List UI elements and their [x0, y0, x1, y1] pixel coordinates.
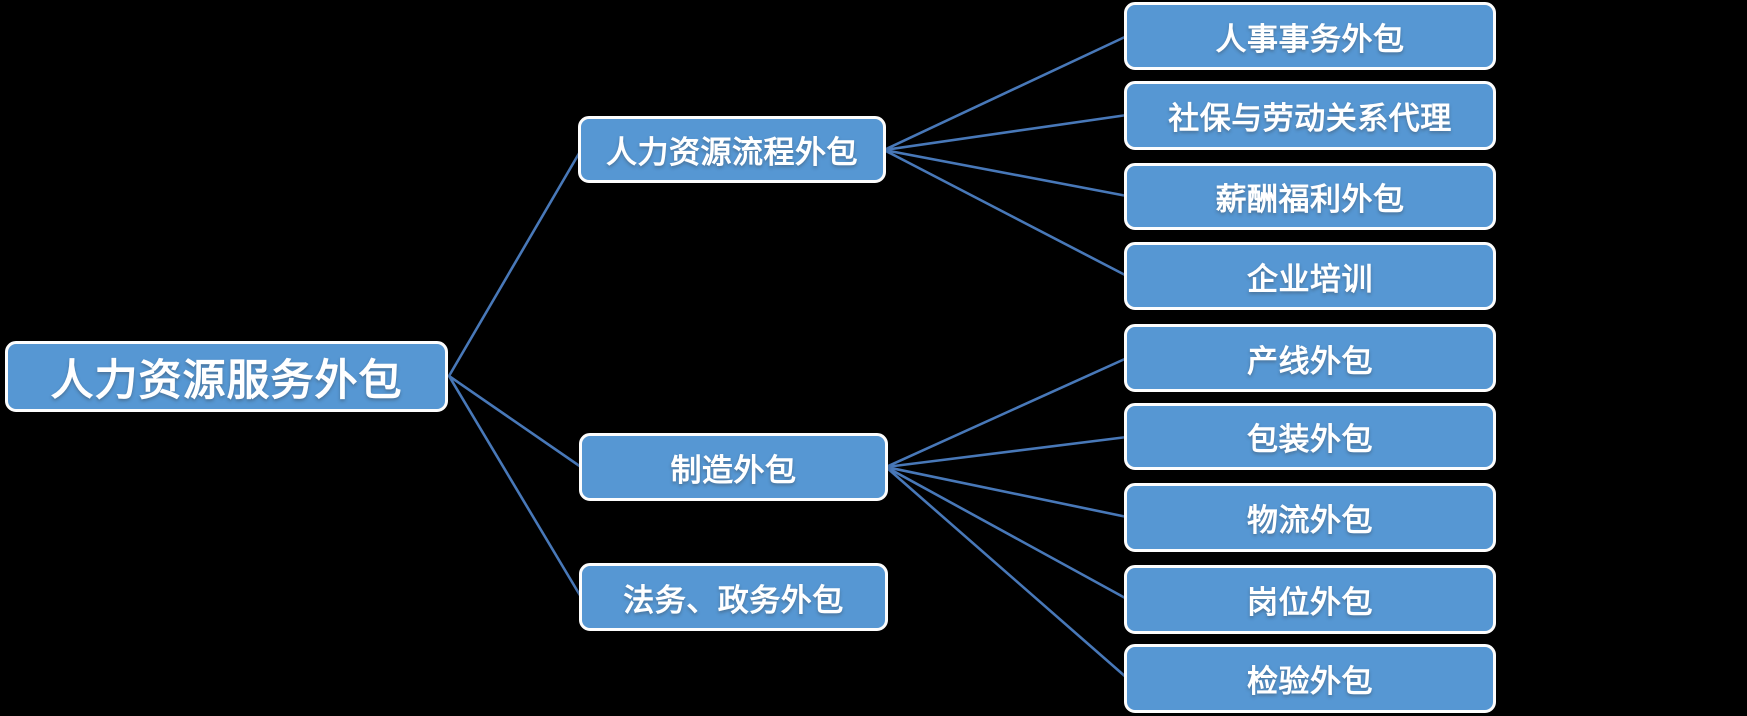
leaf-node-corporate-training: 企业培训 — [1124, 242, 1496, 310]
branch-node-hr-process: 人力资源流程外包 — [578, 116, 886, 183]
leaf-node-label: 包装外包 — [1247, 422, 1373, 458]
branch-node-legal-gov: 法务、政务外包 — [579, 563, 888, 631]
connector-line — [882, 148, 1129, 278]
leaf-node-social-security-agency: 社保与劳动关系代理 — [1124, 81, 1496, 150]
connector-line — [447, 374, 583, 599]
branch-node-label: 人力资源流程外包 — [606, 135, 858, 171]
leaf-node-label: 企业培训 — [1247, 261, 1373, 298]
leaf-node-production-line: 产线外包 — [1124, 324, 1496, 392]
leaf-node-label: 人事事务外包 — [1215, 21, 1405, 58]
connector-line — [882, 113, 1129, 152]
connector-line — [884, 435, 1129, 469]
branch-node-label: 制造外包 — [670, 452, 797, 489]
connector-line — [447, 374, 583, 469]
leaf-node-position: 岗位外包 — [1124, 565, 1496, 634]
leaf-node-label: 薪酬福利外包 — [1215, 182, 1405, 218]
leaf-node-packaging: 包装外包 — [1124, 403, 1496, 470]
leaf-node-payroll-benefits: 薪酬福利外包 — [1124, 163, 1496, 230]
root-node: 人力资源服务外包 — [5, 341, 448, 412]
connector-line — [884, 356, 1129, 469]
branch-node-manufacturing: 制造外包 — [579, 433, 888, 501]
leaf-node-personnel-affairs: 人事事务外包 — [1124, 2, 1496, 70]
branch-node-label: 法务、政务外包 — [623, 582, 844, 619]
leaf-node-label: 产线外包 — [1247, 343, 1373, 380]
leaf-node-inspection: 检验外包 — [1124, 644, 1496, 713]
leaf-node-label: 社保与劳动关系代理 — [1168, 101, 1452, 137]
leaf-node-label: 检验外包 — [1247, 664, 1373, 700]
connector-line — [884, 465, 1129, 601]
connector-line — [447, 148, 583, 378]
root-node-label: 人力资源服务外包 — [50, 355, 403, 406]
leaf-node-logistics: 物流外包 — [1124, 483, 1496, 552]
connector-line — [882, 34, 1129, 152]
connector-line — [884, 465, 1129, 680]
connector-line — [884, 465, 1129, 519]
leaf-node-label: 物流外包 — [1247, 503, 1373, 539]
leaf-node-label: 岗位外包 — [1247, 585, 1373, 621]
connector-line — [882, 148, 1129, 198]
